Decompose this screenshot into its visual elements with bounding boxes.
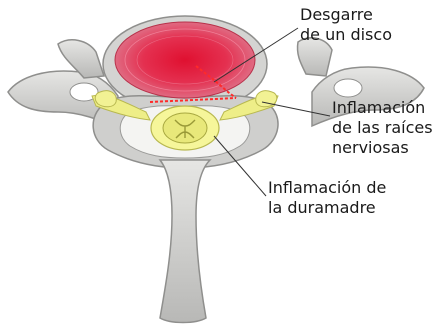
disc-tear-label: Desgarre de un disco: [300, 5, 392, 45]
nerve-root-label-line3: nerviosas: [332, 138, 433, 158]
spinous-process: [160, 160, 210, 323]
nerve-root-label-line2: de las raíces: [332, 118, 433, 138]
dura-label-line2: la duramadre: [268, 198, 386, 218]
nerve-root-label-line1: Inflamación: [332, 98, 433, 118]
disc-tear-label-line1: Desgarre: [300, 5, 392, 25]
left-ganglion: [95, 91, 116, 107]
nerve-root-inflammation-label: Inflamación de las raíces nerviosas: [332, 98, 433, 158]
intervertebral-disc-icon: [115, 22, 255, 98]
dura-label-line1: Inflamación de: [268, 178, 386, 198]
dura-inflammation-label: Inflamación de la duramadre: [268, 178, 386, 218]
right-foramen: [334, 79, 362, 97]
disc-tear-label-line2: de un disco: [300, 25, 392, 45]
